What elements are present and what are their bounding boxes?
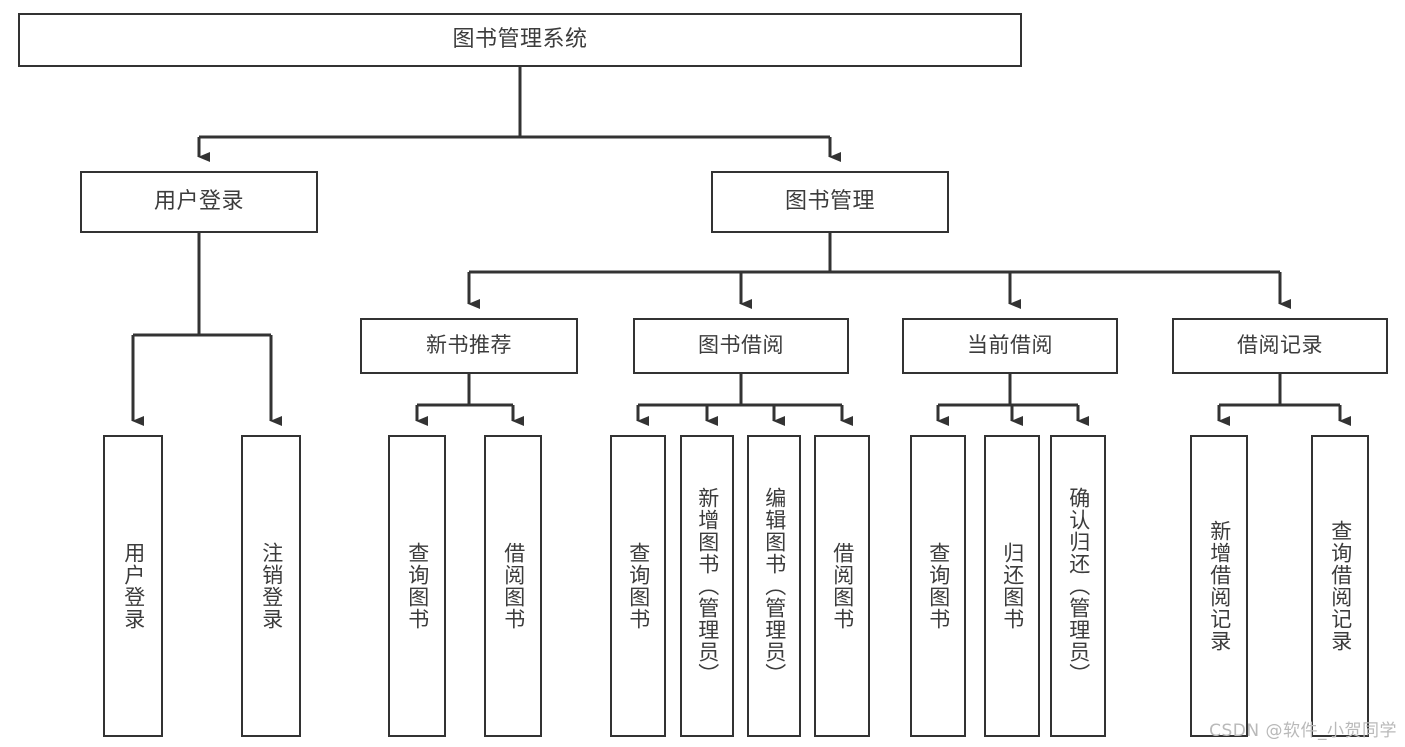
node-label: 查询图书	[405, 542, 430, 630]
node-label: 新增图书（管理员）	[695, 487, 720, 685]
node-label: 借阅记录	[1237, 333, 1323, 358]
node-l3-logout[interactable]: 注销登录	[241, 435, 301, 737]
node-l3-editbook[interactable]: 编辑图书（管理员）	[747, 435, 801, 737]
node-l3-returnbook[interactable]: 归还图书	[984, 435, 1040, 737]
node-label: 借阅图书	[501, 542, 526, 630]
node-label: 用户登录	[153, 188, 244, 214]
node-label: 图书借阅	[698, 333, 784, 358]
node-l2-records[interactable]: 借阅记录	[1172, 318, 1388, 374]
watermark-text: CSDN @软件_小贺同学	[1209, 721, 1397, 741]
node-label: 新书推荐	[426, 333, 512, 358]
node-label: 查询图书	[926, 542, 951, 630]
node-root[interactable]: 图书管理系统	[18, 13, 1022, 67]
node-label: 确认归还（管理员）	[1066, 487, 1091, 685]
node-label: 新增借阅记录	[1207, 520, 1232, 652]
node-label: 借阅图书	[830, 542, 855, 630]
node-l3-querybook3[interactable]: 查询图书	[910, 435, 966, 737]
node-l3-querybook2[interactable]: 查询图书	[610, 435, 666, 737]
node-label: 查询借阅记录	[1328, 520, 1353, 652]
node-l3-addrecord[interactable]: 新增借阅记录	[1190, 435, 1248, 737]
node-label: 查询图书	[626, 542, 651, 630]
node-l3-borrowbook1[interactable]: 借阅图书	[484, 435, 542, 737]
node-l3-confirm[interactable]: 确认归还（管理员）	[1050, 435, 1106, 737]
node-label: 图书管理系统	[452, 26, 588, 52]
node-label: 当前借阅	[967, 333, 1053, 358]
node-label: 图书管理	[784, 188, 875, 214]
node-l2-newbook[interactable]: 新书推荐	[360, 318, 578, 374]
node-label: 归还图书	[1000, 542, 1025, 630]
node-l1-login[interactable]: 用户登录	[80, 171, 318, 233]
node-l2-current[interactable]: 当前借阅	[902, 318, 1118, 374]
node-l3-querybook1[interactable]: 查询图书	[388, 435, 446, 737]
node-l3-borrowbook2[interactable]: 借阅图书	[814, 435, 870, 737]
node-label: 用户登录	[121, 542, 146, 630]
node-l3-queryrecord[interactable]: 查询借阅记录	[1311, 435, 1369, 737]
node-l3-addbook[interactable]: 新增图书（管理员）	[680, 435, 734, 737]
node-l3-userlogin[interactable]: 用户登录	[103, 435, 163, 737]
node-label: 编辑图书（管理员）	[762, 487, 787, 685]
node-l1-bookmgmt[interactable]: 图书管理	[711, 171, 949, 233]
node-l2-borrow[interactable]: 图书借阅	[633, 318, 849, 374]
node-label: 注销登录	[259, 542, 284, 630]
